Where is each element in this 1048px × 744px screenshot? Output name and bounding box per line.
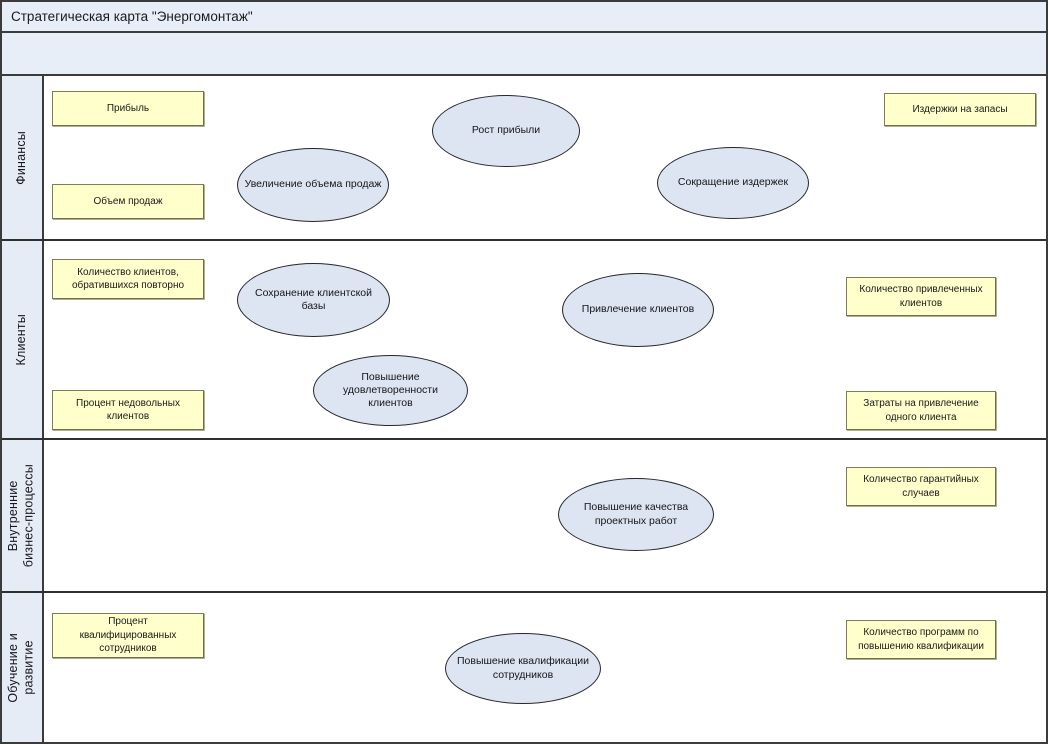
measure-label: Количество клиентов, обратившихся повтор… <box>71 266 185 292</box>
objective-label: Привлечение клиентов <box>581 303 695 316</box>
measure-unhappy-clients[interactable]: Процент недовольных клиентов <box>52 390 204 430</box>
perspective-label-text: Клиенты <box>14 313 29 366</box>
perspective-label-finance: Финансы <box>2 76 44 239</box>
measure-label: Количество программ по повышению квалифи… <box>858 627 984 652</box>
measure-warranty-cases[interactable]: Количество гарантийных случаев <box>846 467 996 506</box>
perspective-label-processes: Внутренние бизнес-процессы <box>2 440 44 591</box>
perspective-row-processes: Внутренние бизнес-процессы <box>2 440 1046 593</box>
objective-label: Сохранение клиентской базы <box>255 286 372 312</box>
measure-label: Издержки на запасы <box>912 103 1008 115</box>
objective-profit-growth[interactable]: Рост прибыли <box>432 95 580 167</box>
objective-staff-development[interactable]: Повышение квалификации сотрудников <box>445 633 601 704</box>
objective-label: Повышение удовлетворенности клиентов <box>343 370 438 410</box>
measure-label: Количество привлеченных клиентов <box>859 284 983 309</box>
measure-inventory-costs[interactable]: Издержки на запасы <box>884 93 1036 126</box>
page-title: Стратегическая карта "Энергомонтаж" <box>2 2 1046 33</box>
measure-label: Количество гарантийных случаев <box>863 474 979 499</box>
perspective-label-text: Внутренние бизнес-процессы <box>6 463 36 568</box>
perspective-label-text: Финансы <box>14 130 29 185</box>
perspective-label-text: Обучение и развитие <box>6 632 36 703</box>
objective-cost-reduction[interactable]: Сокращение издержек <box>657 147 809 219</box>
measure-label: Объем продаж <box>93 195 163 207</box>
objective-label: Увеличение объема продаж <box>244 178 382 191</box>
perspective-label-clients: Клиенты <box>2 241 44 438</box>
measure-label: Прибыль <box>106 102 150 114</box>
measure-label: Процент недовольных клиентов <box>76 397 180 423</box>
measure-training-programs[interactable]: Количество программ по повышению квалифи… <box>846 620 996 659</box>
page-title-text: Стратегическая карта "Энергомонтаж" <box>11 9 253 24</box>
objective-project-quality[interactable]: Повышение качества проектных работ <box>558 478 714 551</box>
objective-label: Повышение качества проектных работ <box>583 501 689 527</box>
measure-repeat-clients[interactable]: Количество клиентов, обратившихся повтор… <box>52 259 204 299</box>
measure-label: Процент квалифицированных сотрудников <box>79 616 177 655</box>
measure-acquisition-cost[interactable]: Затраты на привлечение одного клиента <box>846 391 996 430</box>
header-band <box>2 33 1046 76</box>
measure-label: Затраты на привлечение одного клиента <box>863 398 979 423</box>
objective-client-satisfaction[interactable]: Повышение удовлетворенности клиентов <box>313 355 468 426</box>
objective-label: Повышение квалификации сотрудников <box>457 655 589 681</box>
objective-client-retention[interactable]: Сохранение клиентской базы <box>237 263 390 337</box>
measure-qualified-staff[interactable]: Процент квалифицированных сотрудников <box>52 613 204 658</box>
measure-acquired-clients[interactable]: Количество привлеченных клиентов <box>846 277 996 316</box>
measure-sales-volume[interactable]: Объем продаж <box>52 184 204 219</box>
objective-client-acquisition[interactable]: Привлечение клиентов <box>562 273 714 347</box>
perspective-label-learning: Обучение и развитие <box>2 593 44 742</box>
objective-label: Рост прибыли <box>471 124 541 137</box>
measure-profit[interactable]: Прибыль <box>52 91 204 126</box>
objective-label: Сокращение издержек <box>677 176 789 189</box>
objective-sales-increase[interactable]: Увеличение объема продаж <box>237 148 389 222</box>
